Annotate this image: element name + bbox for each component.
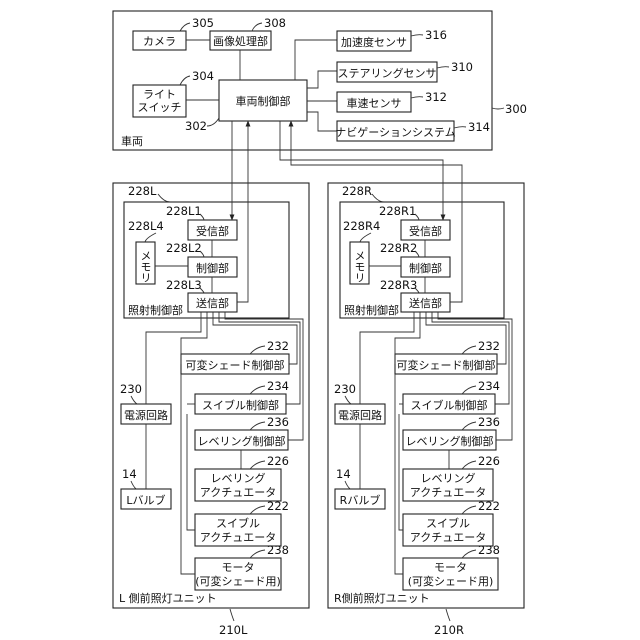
right-send-ref: 228R3 <box>380 278 417 292</box>
camera-label: カメラ <box>143 35 176 48</box>
right-recv-ref: 228R1 <box>379 204 416 218</box>
left-leveling-ctrl-label: レベリング制御部 <box>198 434 286 448</box>
left-ctrl-ref: 228L2 <box>166 241 202 255</box>
right-bulb-ref: 14 <box>336 467 351 481</box>
accel-sensor-label: 加速度センサ <box>341 35 407 49</box>
right-swivel-act-line2: アクチュエータ <box>410 531 486 544</box>
left-receiver-label: 受信部 <box>196 224 229 238</box>
steering-sensor-label: ステアリングセンサ <box>338 66 437 80</box>
left-swivel-ctrl-ref: 234 <box>267 379 289 393</box>
right-motor-line1: モータ <box>434 561 467 574</box>
right-leveling-ctrl-ref: 236 <box>478 415 500 429</box>
left-bulb-ref: 14 <box>122 467 137 481</box>
left-irr-label: 照射制御部 <box>128 303 183 317</box>
left-motor-ref: 238 <box>267 543 289 557</box>
right-transmitter-label: 送信部 <box>409 296 442 310</box>
left-memory-label: メモリ <box>139 250 152 283</box>
left-swivel-act-line1: スイブル <box>216 516 260 530</box>
left-irr-ref: 228L <box>128 184 157 198</box>
right-unit-label: R側前照灯ユニット <box>334 591 430 605</box>
left-unit-label: L 側前照灯ユニット <box>119 591 217 605</box>
left-leveling-act-line1: レベリング <box>211 471 266 485</box>
left-leveling-act-ref: 226 <box>267 454 289 468</box>
nav-system-ref: 314 <box>468 120 490 134</box>
right-swivel-ctrl-label: スイブル制御部 <box>411 398 488 412</box>
vehicle-control-label: 車両制御部 <box>236 94 291 108</box>
right-leveling-act-line2: アクチュエータ <box>410 486 486 499</box>
camera-ref: 305 <box>192 16 214 30</box>
right-leveling-act-ref: 226 <box>478 454 500 468</box>
right-bulb-label: Rバルブ <box>340 493 381 507</box>
accel-sensor-ref: 316 <box>425 28 447 42</box>
right-shade-ctrl-ref: 232 <box>478 339 500 353</box>
image-processing-label: 画像処理部 <box>213 34 268 48</box>
left-swivel-act-line2: アクチュエータ <box>200 531 276 544</box>
vehicle-label: 車両 <box>121 134 143 148</box>
left-leveling-ctrl-ref: 236 <box>267 415 289 429</box>
nav-system-label: ナビゲーションシステム <box>335 126 455 139</box>
left-recv-ref: 228L1 <box>166 204 202 218</box>
right-motor-line2: (可変シェード用) <box>408 574 494 588</box>
left-shade-ctrl-label: 可変シェード制御部 <box>186 358 285 372</box>
speed-sensor-ref: 312 <box>425 90 447 104</box>
left-controller-label: 制御部 <box>196 261 229 275</box>
right-irr-label: 照射制御部 <box>344 303 399 317</box>
light-switch-label-line2: スイッチ <box>138 101 182 114</box>
right-memory-label: メモリ <box>353 250 366 283</box>
right-receiver-label: 受信部 <box>409 224 442 238</box>
right-power-label: 電源回路 <box>338 408 382 422</box>
right-motor-ref: 238 <box>478 543 500 557</box>
right-memory-ref: 228R4 <box>343 219 380 233</box>
right-irr-ref: 228R <box>342 184 372 198</box>
vehicle-ref: 300 <box>505 102 527 116</box>
right-leveling-act-line1: レベリング <box>421 471 476 485</box>
left-motor-line2: (可変シェード用) <box>195 574 281 588</box>
left-shade-ctrl-ref: 232 <box>267 339 289 353</box>
left-motor-line1: モータ <box>222 561 255 574</box>
left-transmitter-label: 送信部 <box>196 296 229 310</box>
speed-sensor-label: 車速センサ <box>347 96 402 110</box>
right-swivel-act-line1: スイブル <box>426 516 470 530</box>
left-swivel-ctrl-label: スイブル制御部 <box>202 398 279 412</box>
left-send-ref: 228L3 <box>166 278 202 292</box>
light-switch-ref: 304 <box>192 69 214 83</box>
left-leveling-act-line2: アクチュエータ <box>200 486 276 499</box>
steering-sensor-ref: 310 <box>451 60 473 74</box>
left-unit-ref: 210L <box>219 623 248 637</box>
image-processing-ref: 308 <box>264 16 286 30</box>
right-shade-ctrl-label: 可変シェード制御部 <box>397 358 496 372</box>
left-memory-ref: 228L4 <box>128 219 164 233</box>
right-swivel-ctrl-ref: 234 <box>478 379 500 393</box>
left-bulb-label: Lバルブ <box>126 493 165 507</box>
light-switch-label-line1: ライト <box>143 88 176 101</box>
right-power-ref: 230 <box>334 382 356 396</box>
right-leveling-ctrl-label: レベリング制御部 <box>406 434 494 448</box>
right-ctrl-ref: 228R2 <box>380 241 417 255</box>
right-unit-ref: 210R <box>434 623 464 637</box>
vehicle-control-ref: 302 <box>185 119 207 133</box>
right-swivel-act-ref: 222 <box>478 499 500 513</box>
right-controller-label: 制御部 <box>409 261 442 275</box>
left-power-label: 電源回路 <box>124 408 168 422</box>
left-swivel-act-ref: 222 <box>267 499 289 513</box>
left-power-ref: 230 <box>120 382 142 396</box>
